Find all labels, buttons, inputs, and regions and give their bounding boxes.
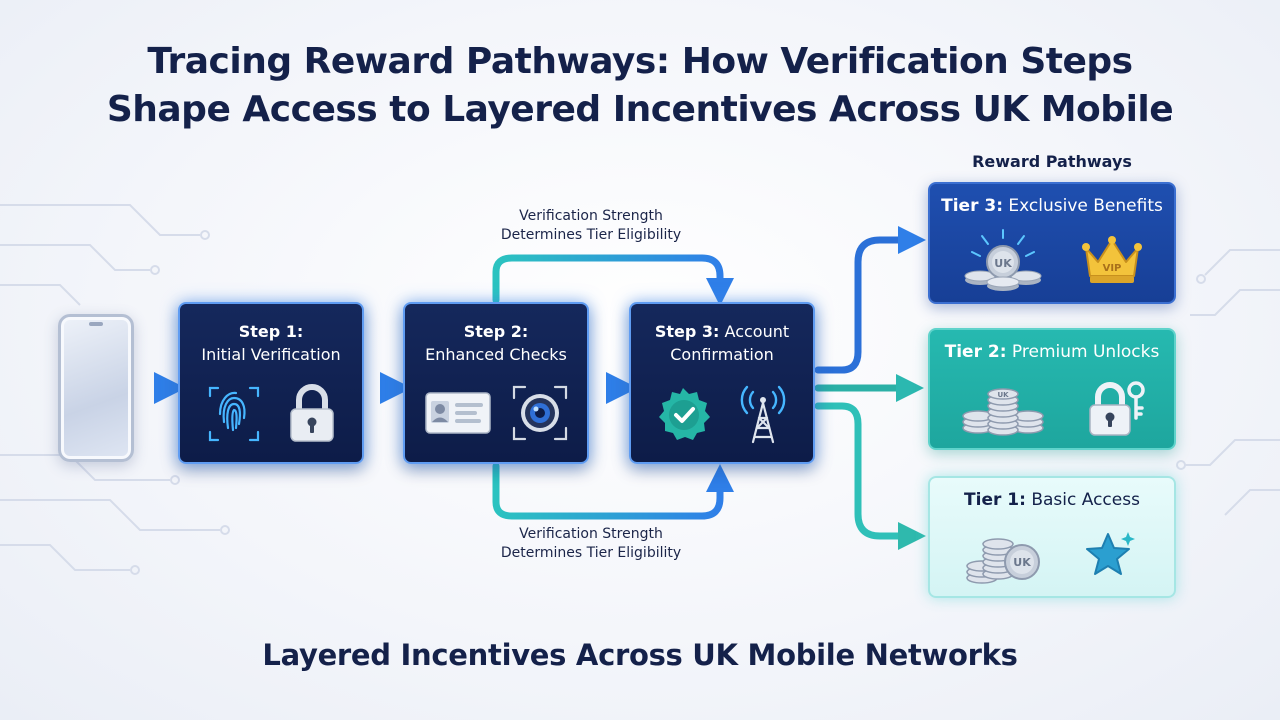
note-bottom-line-1: Verification Strength <box>519 526 663 542</box>
camera-lens-icon <box>512 385 568 441</box>
tier-1-coin-text: UK <box>1013 556 1031 569</box>
step-2-label: Enhanced Checks <box>425 345 567 364</box>
padlock-key-icon <box>1089 381 1145 436</box>
tier-2-coin-text: UK <box>997 391 1009 399</box>
id-card-icon <box>425 392 491 434</box>
tier-3-card: Tier 3: Exclusive Benefits UK VIP <box>928 182 1176 304</box>
title-line-1: Tracing Reward Pathways: How Verificatio… <box>147 41 1133 82</box>
tier-1-card: Tier 1: Basic Access UK <box>928 476 1176 598</box>
step-1-number: Step 1: <box>238 322 304 341</box>
footer-caption: Layered Incentives Across UK Mobile Netw… <box>262 638 1018 672</box>
step-2-card: Step 2: Enhanced Checks <box>403 302 589 464</box>
vip-crown-icon: VIP <box>1082 236 1142 283</box>
eligibility-note-top: Verification Strength Determines Tier El… <box>476 207 706 245</box>
tier-2-label: Premium Unlocks <box>1011 342 1160 362</box>
tier-2-number: Tier 2: <box>944 342 1007 362</box>
page-title: Tracing Reward Pathways: How Verificatio… <box>60 38 1220 134</box>
step-1-card: Step 1: Initial Verification <box>178 302 364 464</box>
coin-stack-icon: UK <box>966 538 1040 584</box>
step-3-label: Confirmation <box>670 345 774 364</box>
step-1-label: Initial Verification <box>201 345 341 364</box>
title-line-2: Shape Access to Layered Incentives Acros… <box>106 89 1174 130</box>
step-3-card: Step 3: Account Confirmation <box>629 302 815 464</box>
tier-3-number: Tier 3: <box>941 196 1004 216</box>
signal-tower-icon <box>740 385 786 444</box>
step-2-number: Step 2: <box>463 322 529 341</box>
eligibility-note-bottom: Verification Strength Determines Tier El… <box>476 525 706 563</box>
padlock-icon <box>290 384 334 442</box>
note-top-line-2: Determines Tier Eligibility <box>500 227 682 243</box>
coin-stack-icon: UK <box>964 229 1042 291</box>
verified-badge-icon <box>659 388 710 440</box>
mobile-phone-icon <box>58 314 134 462</box>
tier-1-label: Basic Access <box>1031 490 1140 510</box>
tier-1-number: Tier 1: <box>964 490 1026 510</box>
star-icon <box>1086 532 1135 575</box>
circuit-decoration-left <box>0 204 230 575</box>
tier-3-crown-text: VIP <box>1103 263 1122 274</box>
reward-pathways-heading: Reward Pathways <box>972 152 1132 171</box>
note-top-line-1: Verification Strength <box>519 208 663 224</box>
step-3-label-inline: Account <box>724 322 790 341</box>
tier-3-label: Exclusive Benefits <box>1008 196 1163 216</box>
coin-stack-icon: UK <box>962 388 1044 436</box>
eligibility-arcs <box>492 254 734 520</box>
note-bottom-line-2: Determines Tier Eligibility <box>500 545 682 561</box>
tier-2-card: Tier 2: Premium Unlocks UK <box>928 328 1176 450</box>
tier-3-coin-text: UK <box>994 257 1012 270</box>
tier-branches <box>814 226 926 550</box>
circuit-decoration-right <box>1176 249 1280 516</box>
fingerprint-icon <box>208 386 260 442</box>
step-3-number: Step 3: <box>654 322 720 341</box>
